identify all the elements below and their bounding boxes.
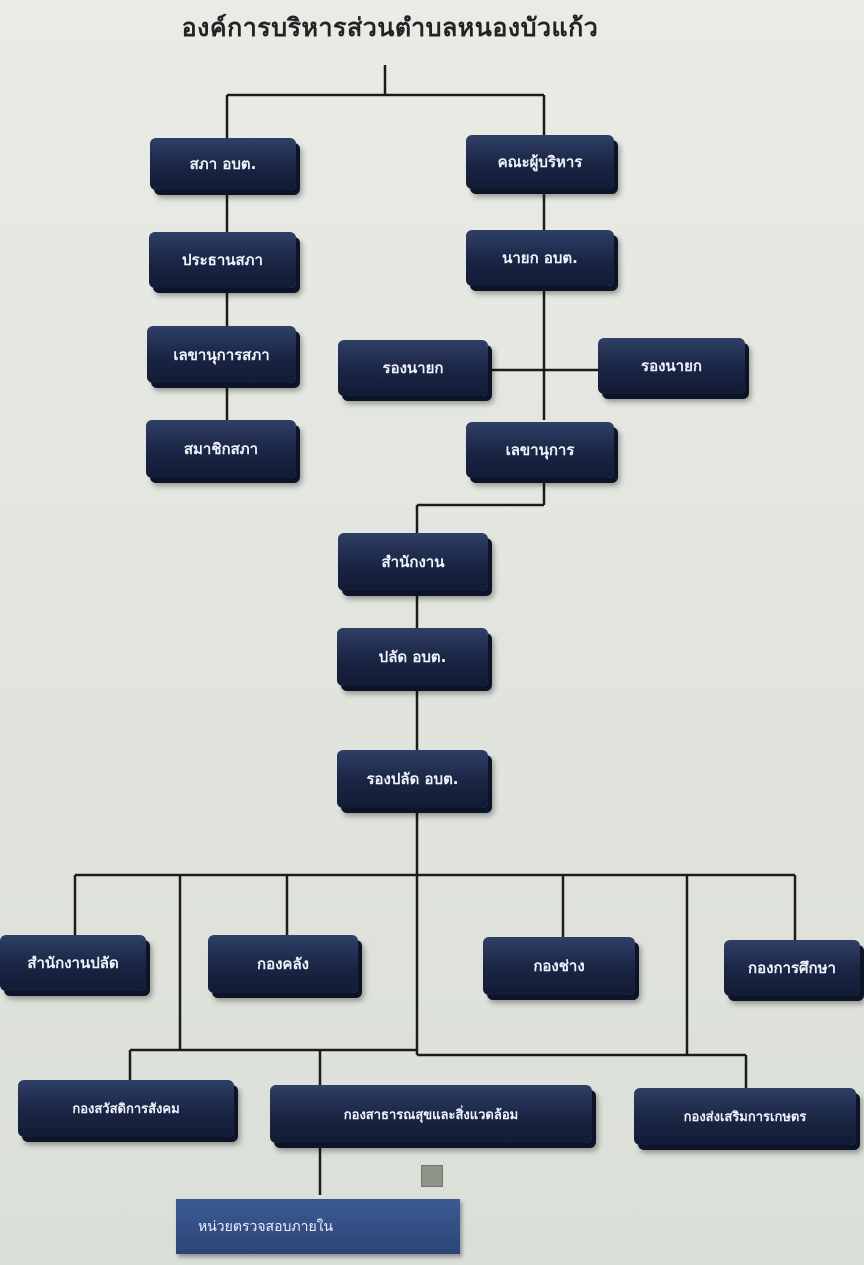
node-deputy-mayor-right: รองนายก [598, 338, 745, 394]
node-engineering-division: กองช่าง [483, 937, 635, 995]
node-social-welfare-division: กองสวัสดิการสังคม [18, 1080, 234, 1137]
marker-square [421, 1165, 443, 1187]
chart-title: องค์การบริหารส่วนตำบลหนองบัวแก้ว [181, 13, 599, 42]
node-internal-audit-unit: หน่วยตรวจสอบภายใน [176, 1199, 460, 1254]
node-education-division: กองการศึกษา [724, 940, 860, 996]
node-executive-board: คณะผู้บริหาร [466, 135, 614, 189]
node-deputy-mayor-left: รองนายก [338, 340, 488, 396]
node-deputy-chief-administrator: รองปลัด อบต. [337, 750, 488, 808]
node-agriculture-division: กองส่งเสริมการเกษตร [634, 1088, 856, 1145]
node-secretary: เลขานุการ [466, 422, 614, 478]
node-council-president: ประธานสภา [149, 232, 296, 288]
node-council-members: สมาชิกสภา [146, 420, 296, 478]
node-mayor: นายก อบต. [466, 230, 614, 286]
node-council-secretary: เลขานุการสภา [147, 326, 296, 383]
node-chief-administrator: ปลัด อบต. [337, 628, 488, 686]
node-chief-office: สำนักงานปลัด [0, 935, 146, 991]
node-public-health-division: กองสาธารณสุขและสิ่งแวดล้อม [270, 1085, 592, 1143]
node-office: สำนักงาน [338, 533, 488, 591]
node-finance-division: กองคลัง [208, 935, 358, 993]
node-council: สภา อบต. [150, 138, 296, 190]
